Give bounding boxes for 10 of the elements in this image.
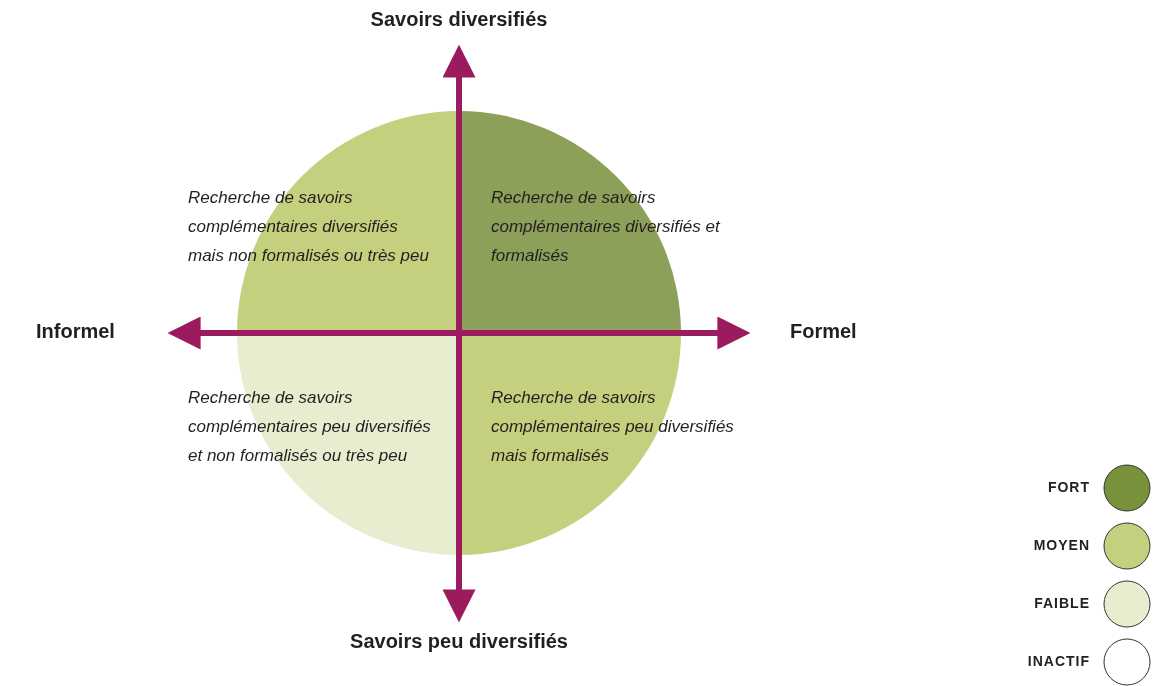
legend-label: MOYEN <box>1032 537 1090 553</box>
quadrant-text: Recherche de savoirs complémentaires peu diversifiés mais formalisés <box>491 387 735 467</box>
axis-label: Formel <box>790 320 857 343</box>
axis-label: Informel <box>36 320 115 343</box>
legend-label: INACTIF <box>1026 653 1090 669</box>
quadrant-text: Recherche de savoirs complémentaires peu diversifiés et non formalisés ou très peu <box>188 387 432 467</box>
legend-label: FORT <box>1046 479 1090 495</box>
axis-label: Savoirs diversifiés <box>369 8 549 31</box>
axis-label: Savoirs peu diversifiés <box>349 630 569 653</box>
legend-label: FAIBLE <box>1033 595 1090 611</box>
